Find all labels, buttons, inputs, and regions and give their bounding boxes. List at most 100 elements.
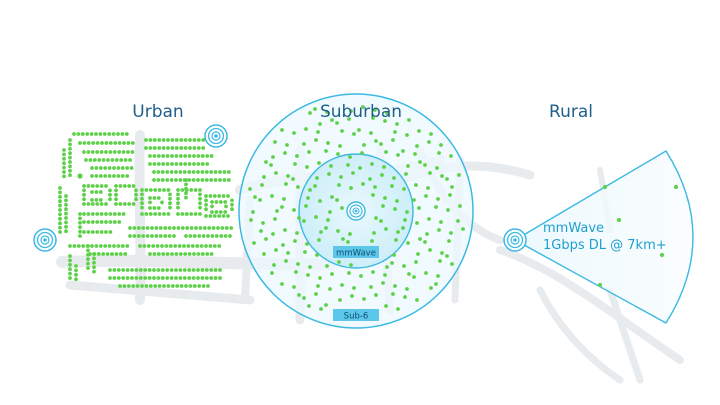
user-dot — [132, 234, 137, 238]
user-dot — [258, 198, 262, 202]
user-dot — [440, 251, 444, 255]
user-dot — [160, 244, 164, 248]
user-dot — [185, 226, 190, 230]
user-dot — [95, 212, 100, 216]
user-dot — [199, 244, 204, 248]
user-dot — [176, 226, 181, 230]
user-dot — [424, 271, 428, 275]
user-dot — [350, 294, 354, 298]
user-dot — [192, 252, 196, 256]
user-dot — [369, 285, 373, 289]
user-dot — [228, 234, 232, 238]
user-dot — [157, 146, 162, 150]
user-dot — [223, 234, 228, 238]
user-dot — [144, 146, 148, 150]
user-dot — [616, 217, 622, 223]
user-dot — [131, 202, 136, 206]
user-dot — [68, 151, 72, 156]
user-dot — [183, 138, 188, 142]
user-dot — [439, 220, 443, 224]
user-dot — [90, 150, 95, 154]
user-dot — [370, 162, 374, 166]
user-dot — [295, 231, 299, 235]
user-dot — [108, 268, 112, 272]
user-dot — [131, 284, 136, 288]
user-dot — [261, 221, 265, 225]
user-dot — [184, 212, 189, 216]
user-dot — [68, 160, 72, 164]
user-dot — [437, 151, 441, 155]
user-dot — [86, 252, 90, 257]
user-dot — [167, 234, 172, 238]
user-dot — [191, 178, 196, 182]
user-dot — [208, 244, 213, 248]
user-dot — [456, 219, 460, 223]
user-dot — [120, 174, 125, 178]
user-dot — [218, 276, 222, 280]
user-dot — [92, 260, 96, 265]
user-dot — [200, 276, 205, 280]
user-dot — [144, 188, 149, 192]
user-dot — [85, 132, 90, 136]
user-dot — [158, 234, 163, 238]
user-dot — [144, 212, 149, 216]
user-dot — [327, 172, 331, 176]
user-dot — [150, 234, 154, 238]
user-dot — [204, 276, 209, 280]
user-dot — [188, 234, 193, 238]
user-dot — [68, 168, 72, 173]
user-dot — [62, 165, 66, 170]
user-dot — [125, 268, 130, 272]
user-dot — [282, 197, 286, 201]
user-dot — [141, 226, 146, 230]
user-dot — [218, 170, 222, 174]
user-dot — [176, 192, 180, 197]
user-dot — [212, 194, 217, 198]
user-dot — [90, 174, 94, 178]
user-dot — [148, 154, 152, 158]
user-dot — [192, 146, 197, 150]
user-dot — [178, 162, 183, 166]
user-dot — [120, 244, 125, 248]
user-dot — [123, 252, 128, 256]
user-dot — [360, 151, 364, 155]
user-dot — [274, 248, 278, 252]
user-dot — [319, 230, 323, 234]
user-dot — [90, 184, 95, 188]
user-dot — [120, 166, 125, 170]
user-dot — [132, 226, 137, 230]
user-dot — [148, 162, 152, 166]
user-dot — [208, 194, 213, 198]
user-dot — [58, 230, 62, 234]
user-dot — [98, 198, 103, 202]
user-dot — [406, 164, 410, 168]
user-dot — [80, 132, 85, 136]
user-dot — [99, 150, 104, 154]
user-dot — [218, 210, 223, 214]
user-dot — [86, 248, 90, 253]
user-dot — [170, 154, 174, 158]
user-dot — [152, 252, 157, 256]
user-dot — [274, 171, 278, 175]
user-dot — [187, 276, 192, 280]
user-dot — [374, 139, 378, 143]
user-dot — [204, 178, 209, 182]
user-dot — [313, 184, 317, 188]
user-dot — [82, 192, 86, 197]
user-dot — [82, 141, 87, 145]
user-dot — [292, 131, 296, 135]
user-dot — [167, 226, 172, 230]
base-station-icon — [503, 228, 527, 252]
user-dot — [64, 194, 68, 198]
user-dot — [200, 170, 205, 174]
user-dot — [62, 170, 66, 174]
user-dot — [95, 220, 100, 224]
user-dot — [68, 271, 72, 276]
user-dot — [196, 178, 200, 182]
user-dot — [308, 265, 312, 269]
user-dot — [673, 184, 679, 190]
user-dot — [153, 284, 158, 288]
user-dot — [74, 268, 78, 273]
user-dot — [192, 138, 197, 142]
user-dot — [372, 231, 376, 235]
